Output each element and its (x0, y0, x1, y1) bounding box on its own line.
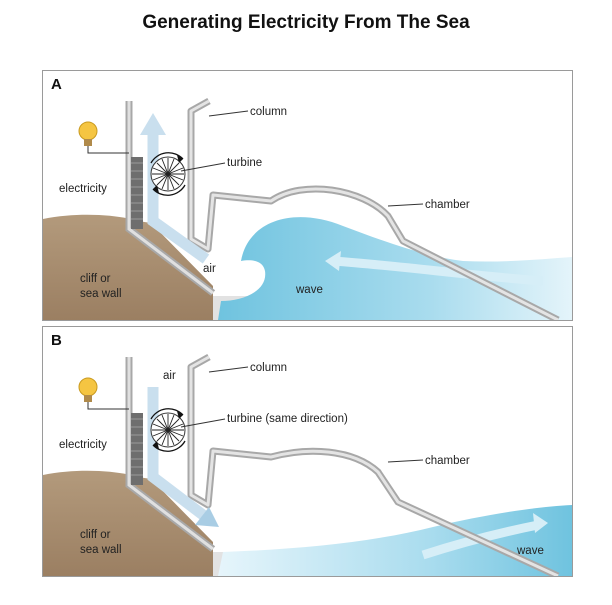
chamber-label: chamber (425, 455, 470, 467)
electricity-label: electricity (59, 183, 107, 195)
panel-letter: B (51, 332, 62, 349)
panel-a: A column turbine electricity chamber air… (42, 70, 573, 321)
turbine-label: turbine (same direction) (227, 413, 348, 425)
column-label: column (250, 106, 287, 118)
lightbulb-icon (78, 377, 129, 410)
turbine-icon (150, 152, 186, 196)
diagram-title: Generating Electricity From The Sea (142, 12, 470, 33)
column-leader-line (208, 110, 249, 117)
lightbulb-icon (78, 121, 129, 154)
cliff-label-line2: sea wall (80, 288, 122, 300)
wave-label: wave (516, 545, 544, 557)
turbine-leader-line (180, 418, 226, 428)
air-arrowhead-up (140, 113, 166, 135)
cliff (43, 470, 213, 576)
chamber-leader-line (387, 203, 424, 207)
wave-flow-arrow (332, 256, 544, 286)
cliff (43, 214, 213, 320)
water (218, 505, 572, 576)
air-label: air (203, 263, 216, 275)
air-flow-arrow-up (147, 133, 210, 264)
chamber-leader-line (387, 459, 424, 463)
generator-housing (131, 413, 143, 485)
turbine-label: turbine (227, 157, 262, 169)
turbine-leader-line (180, 162, 226, 172)
air-label: air (163, 370, 176, 382)
turbine-icon (150, 408, 186, 452)
generator-housing (131, 157, 143, 229)
wave-flow-arrowhead (533, 513, 548, 533)
column-leader-line (208, 366, 249, 373)
panel-letter: A (51, 76, 62, 93)
wave-label: wave (295, 284, 323, 296)
air-arrowhead-down (195, 507, 219, 527)
chamber-label: chamber (425, 199, 470, 211)
wave-flow-arrowhead (325, 251, 341, 271)
cliff-label-line2: sea wall (80, 544, 122, 556)
column-label: column (250, 362, 287, 374)
cliff-label-line1: cliff or (80, 273, 111, 285)
electricity-label: electricity (59, 439, 107, 451)
cliff-label-line1: cliff or (80, 529, 111, 541)
panel-b: B column air turbine (same direction) el… (42, 326, 573, 577)
